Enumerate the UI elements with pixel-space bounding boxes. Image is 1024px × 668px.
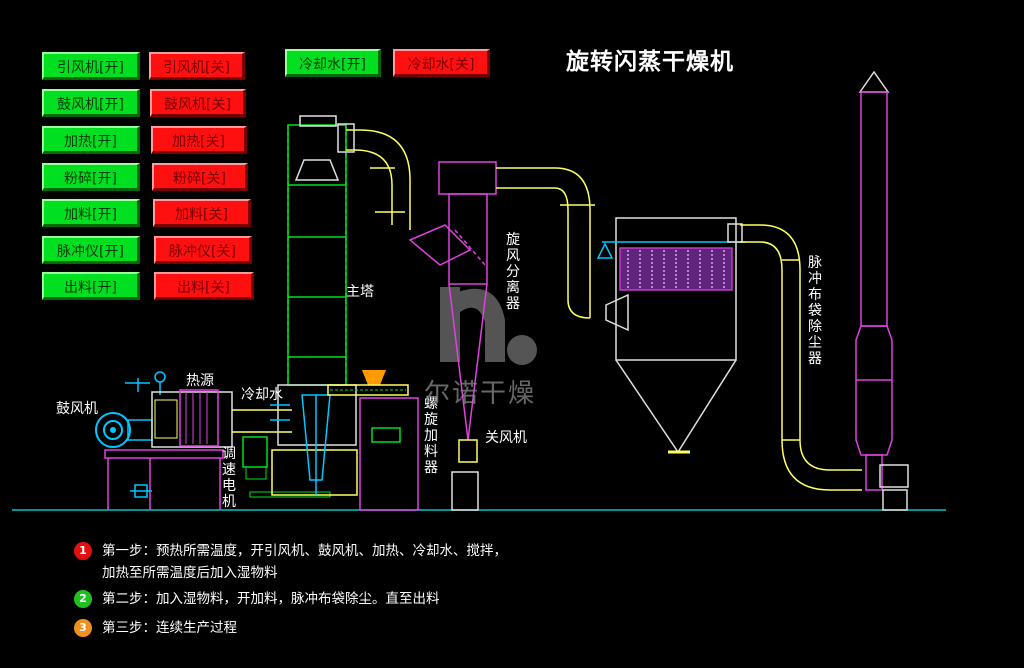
crushing-off-button[interactable]: 粉碎[关]	[152, 163, 248, 191]
screw-feeder-label: 螺旋加料器	[424, 396, 438, 476]
duct-filter-to-stack	[740, 224, 862, 491]
step-2-badge: 2	[74, 590, 92, 608]
step-3-badge: 3	[74, 619, 92, 637]
cyclone	[408, 161, 497, 511]
step-1-text-cont: 加热至所需温度后加入湿物料	[102, 565, 278, 581]
cooling-water-on-button[interactable]: 冷却水[开]	[285, 49, 381, 77]
main-tower-label: 主塔	[346, 284, 374, 300]
watermark-text: 尔诺干燥	[424, 379, 537, 409]
heat-source-label: 热源	[186, 373, 214, 389]
bag-filter-label: 脉冲布袋除尘器	[808, 255, 822, 367]
screw-feeder	[327, 370, 419, 511]
step-3-text: 第三步：连续生产过程	[102, 620, 237, 636]
blower-stand	[104, 449, 224, 510]
pulse-off-button[interactable]: 脉冲仪[关]	[154, 236, 252, 264]
duct-cyclone-to-filter	[496, 167, 629, 332]
heat-source	[151, 389, 292, 448]
blower-fan	[95, 412, 153, 448]
discharge-on-button[interactable]: 出料[开]	[42, 272, 140, 300]
speed-motor-label: 调速电机	[222, 446, 236, 510]
heating-off-button[interactable]: 加热[关]	[151, 126, 247, 154]
cyclone-label: 旋风分离器	[506, 232, 520, 312]
blower-label: 鼓风机	[56, 401, 98, 417]
duct-tower-to-cyclone	[337, 123, 411, 230]
discharge-off-button[interactable]: 出料[关]	[154, 272, 254, 300]
valve-assembly	[125, 371, 166, 498]
cooling-water-off-button[interactable]: 冷却水[关]	[393, 49, 490, 77]
step-3: 3 第三步：连续生产过程	[74, 617, 237, 639]
heating-on-button[interactable]: 加热[开]	[42, 126, 140, 154]
main-tower	[271, 115, 358, 496]
fan-off-button[interactable]: 引风机[关]	[149, 52, 245, 80]
exhaust-stack	[855, 70, 909, 511]
bag-filter	[596, 217, 746, 454]
crushing-on-button[interactable]: 粉碎[开]	[42, 163, 140, 191]
blower-on-button[interactable]: 鼓风机[开]	[42, 89, 140, 117]
pulse-on-button[interactable]: 脉冲仪[开]	[42, 236, 140, 264]
speed-motor	[242, 436, 331, 498]
step-1-text: 第一步：预热所需温度，开引风机、鼓风机、加热、冷却水、搅拌，	[102, 543, 507, 559]
step-2-text: 第二步：加入湿物料，开加料，脉冲布袋除尘。直至出料	[102, 591, 440, 607]
step-1-badge: 1	[74, 542, 92, 560]
step-1: 1 第一步：预热所需温度，开引风机、鼓风机、加热、冷却水、搅拌， 加热至所需温度后…	[74, 540, 507, 584]
feeding-off-button[interactable]: 加料[关]	[153, 199, 251, 227]
airlock-label: 关风机	[485, 430, 527, 446]
feeding-on-button[interactable]: 加料[开]	[42, 199, 140, 227]
blower-off-button[interactable]: 鼓风机[关]	[150, 89, 246, 117]
cooling-water-label: 冷却水	[241, 387, 283, 403]
cooling-water-inlet	[270, 404, 290, 421]
page-title: 旋转闪蒸干燥机	[566, 49, 734, 75]
step-2: 2 第二步：加入湿物料，开加料，脉冲布袋除尘。直至出料	[74, 588, 440, 610]
watermark-logo	[440, 287, 537, 365]
fan-on-button[interactable]: 引风机[开]	[42, 52, 140, 80]
